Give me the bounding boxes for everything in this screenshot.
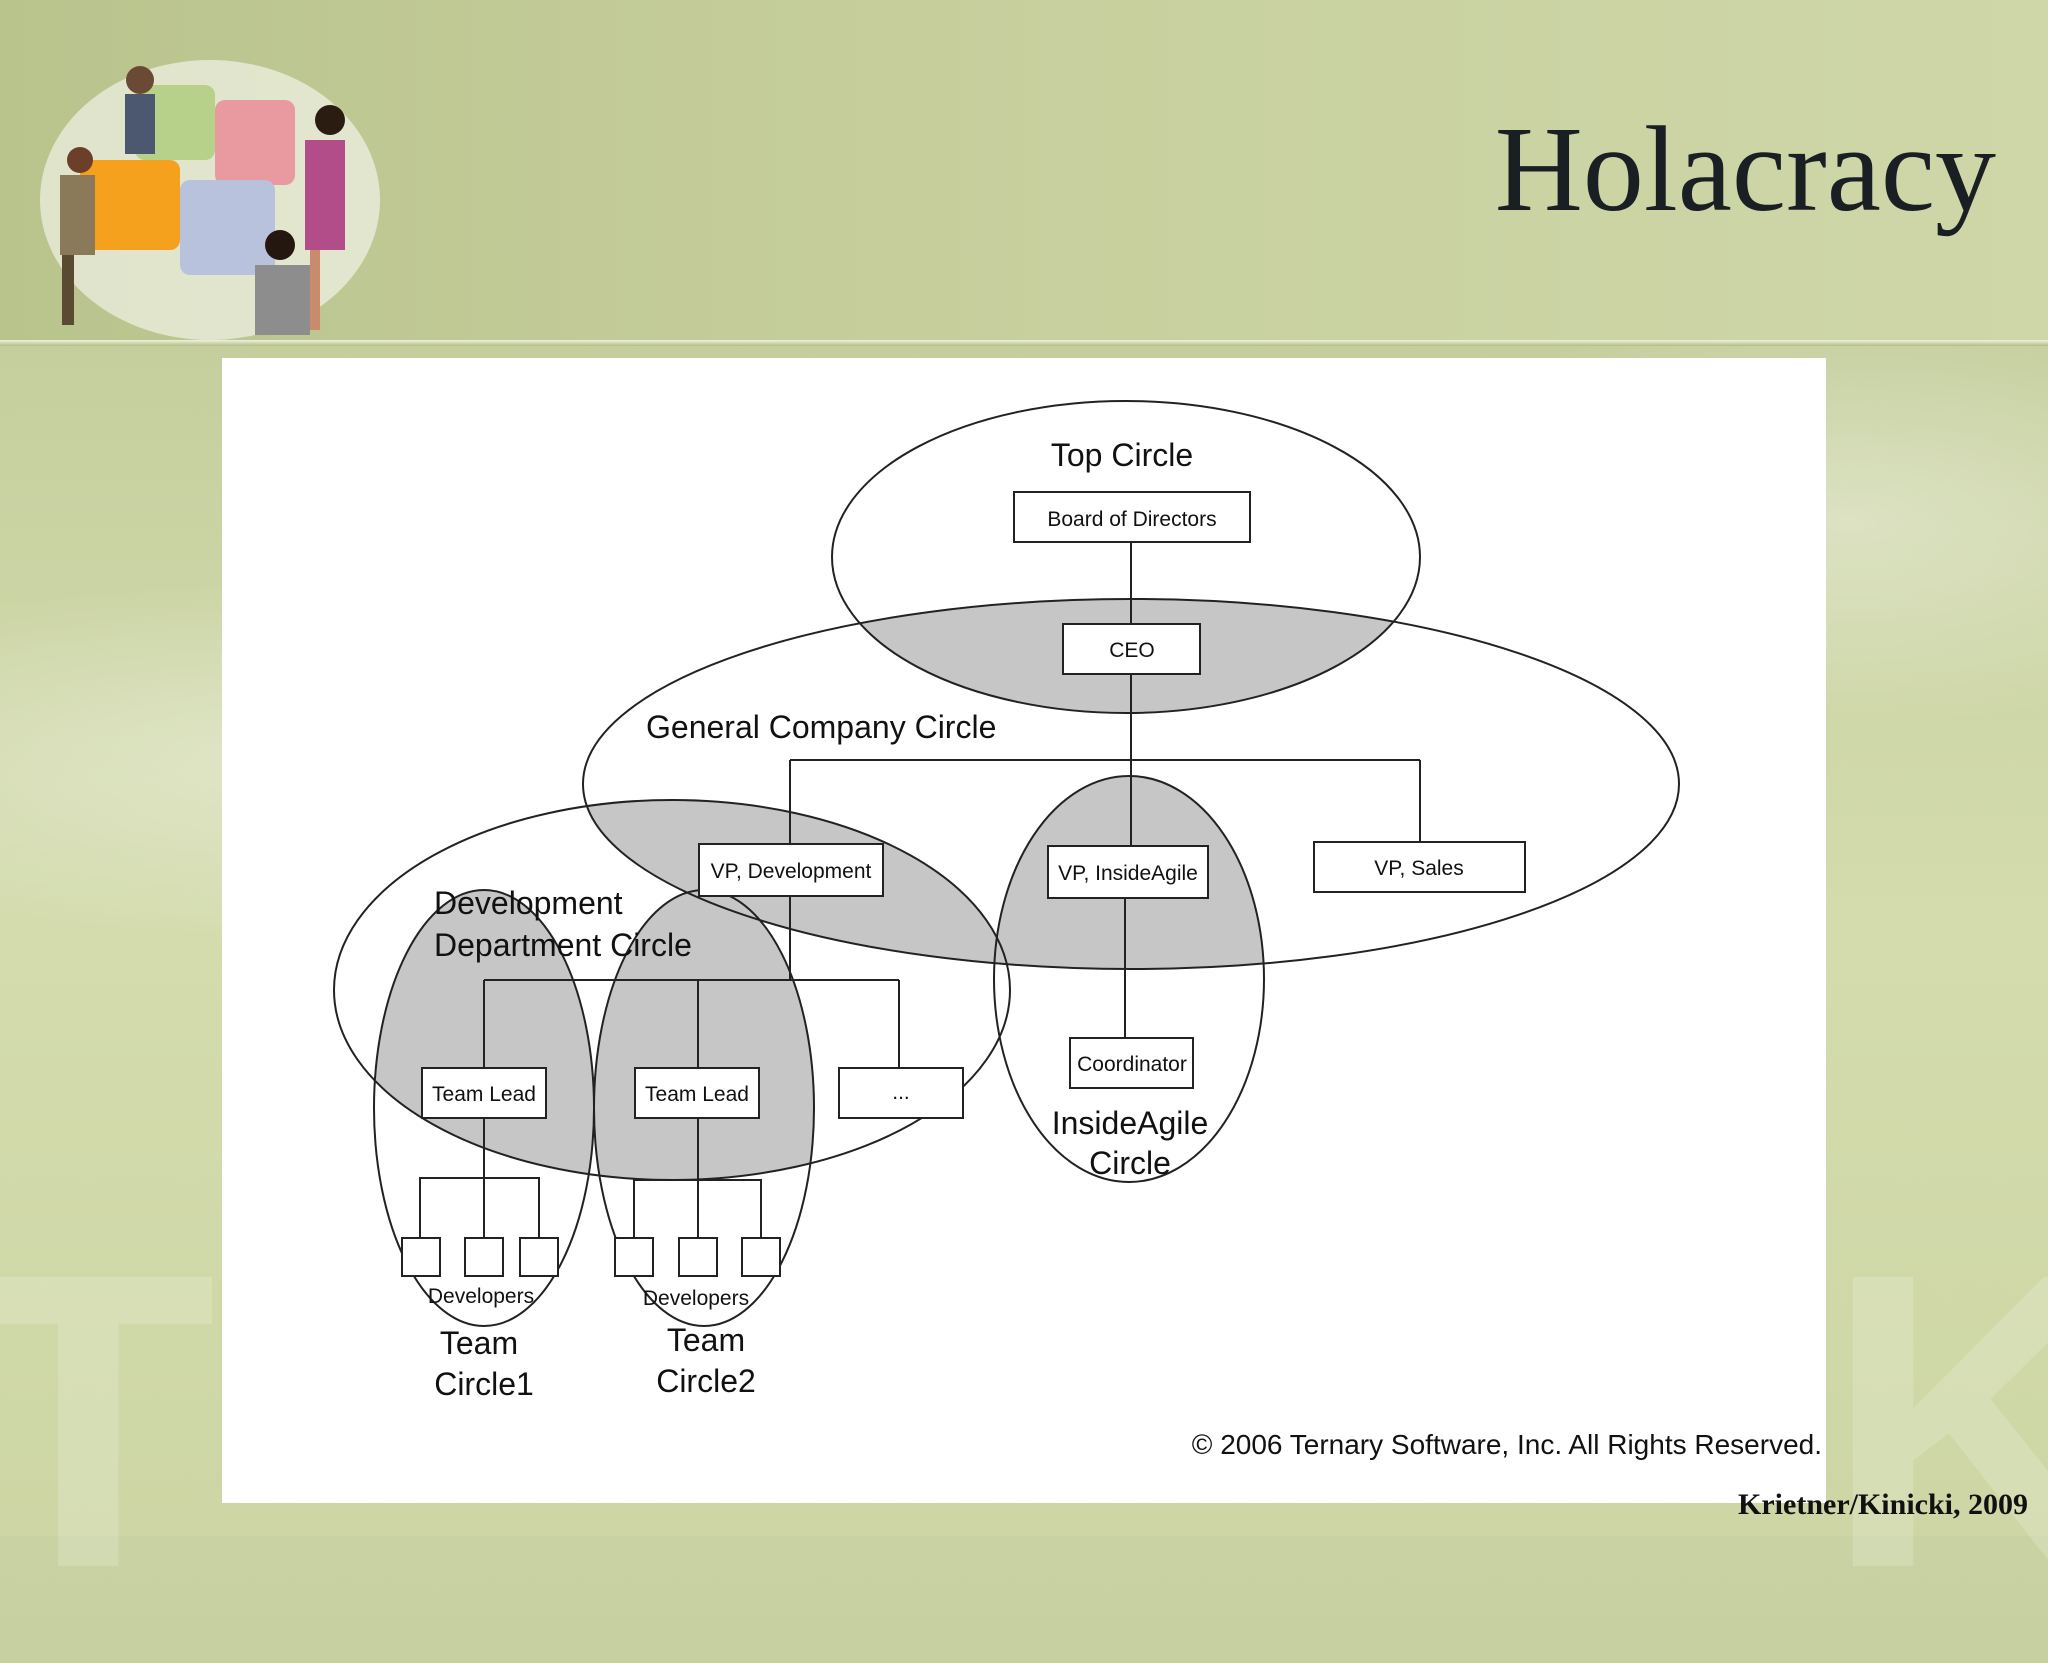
team-circle-2-label-line2: Circle2 [656, 1363, 756, 1399]
developer-box [741, 1237, 781, 1277]
team-lead-2-box [634, 1067, 760, 1119]
developer-box [678, 1237, 718, 1277]
slide-title: Holacracy [1494, 102, 1996, 237]
developers-label-2: Developers [643, 1287, 749, 1310]
board-box [1013, 491, 1251, 543]
team-lead-2-label: Team Lead [645, 1083, 749, 1106]
developer-box [401, 1237, 441, 1277]
ceo-box [1062, 623, 1201, 675]
copyright-notice: © 2006 Ternary Software, Inc. All Rights… [1192, 1429, 1822, 1460]
insideagile-circle [993, 775, 1265, 1183]
team-circle-1-label-line2: Circle1 [434, 1366, 534, 1402]
background-watermark-right: K [1824, 1187, 2048, 1656]
top-circle [831, 400, 1421, 714]
team-lead-1-box [421, 1067, 547, 1119]
board-label: Board of Directors [1047, 508, 1216, 531]
ceo-label: CEO [1109, 639, 1155, 662]
general-company-circle-label: General Company Circle [646, 709, 996, 745]
header-divider [0, 340, 2048, 346]
ellipsis-box [838, 1067, 964, 1119]
development-circle-label-line2: Department Circle [434, 927, 692, 963]
vp-sales-label: VP, Sales [1374, 857, 1464, 880]
coordinator-label: Coordinator [1077, 1053, 1187, 1076]
team-circle-2-label-line1: Team [667, 1322, 745, 1358]
insideagile-circle-label-line1: InsideAgile [1052, 1105, 1209, 1141]
background-watermark-left: T [0, 1187, 237, 1656]
vp-development-box [698, 843, 884, 897]
vp-sales-box [1313, 841, 1526, 893]
developer-box [614, 1237, 654, 1277]
connector-dev1-branch [419, 1177, 540, 1238]
team-circle-1-label-line1: Team [440, 1325, 518, 1361]
diagram-canvas: Top Circle General Company Circle Develo… [333, 400, 1822, 1460]
vp-development-label: VP, Development [711, 860, 872, 883]
developer-box [519, 1237, 559, 1277]
developer-box [464, 1237, 504, 1277]
puzzle-team-logo [40, 60, 380, 340]
slide-credit: Krietner/Kinicki, 2009 [1738, 1488, 2028, 1521]
holacracy-diagram: Top Circle General Company Circle Develo… [222, 358, 1826, 1503]
top-circle-label: Top Circle [1051, 437, 1193, 473]
team-lead-1-label: Team Lead [432, 1083, 536, 1106]
vp-insideagile-label: VP, InsideAgile [1058, 862, 1198, 885]
insideagile-circle-label-line2: Circle [1089, 1145, 1171, 1181]
coordinator-box [1069, 1037, 1194, 1089]
vp-insideagile-box [1047, 845, 1209, 899]
development-circle-label-line1: Development [434, 885, 623, 921]
ellipsis-label: ... [892, 1081, 910, 1104]
developers-label-1: Developers [428, 1285, 534, 1308]
